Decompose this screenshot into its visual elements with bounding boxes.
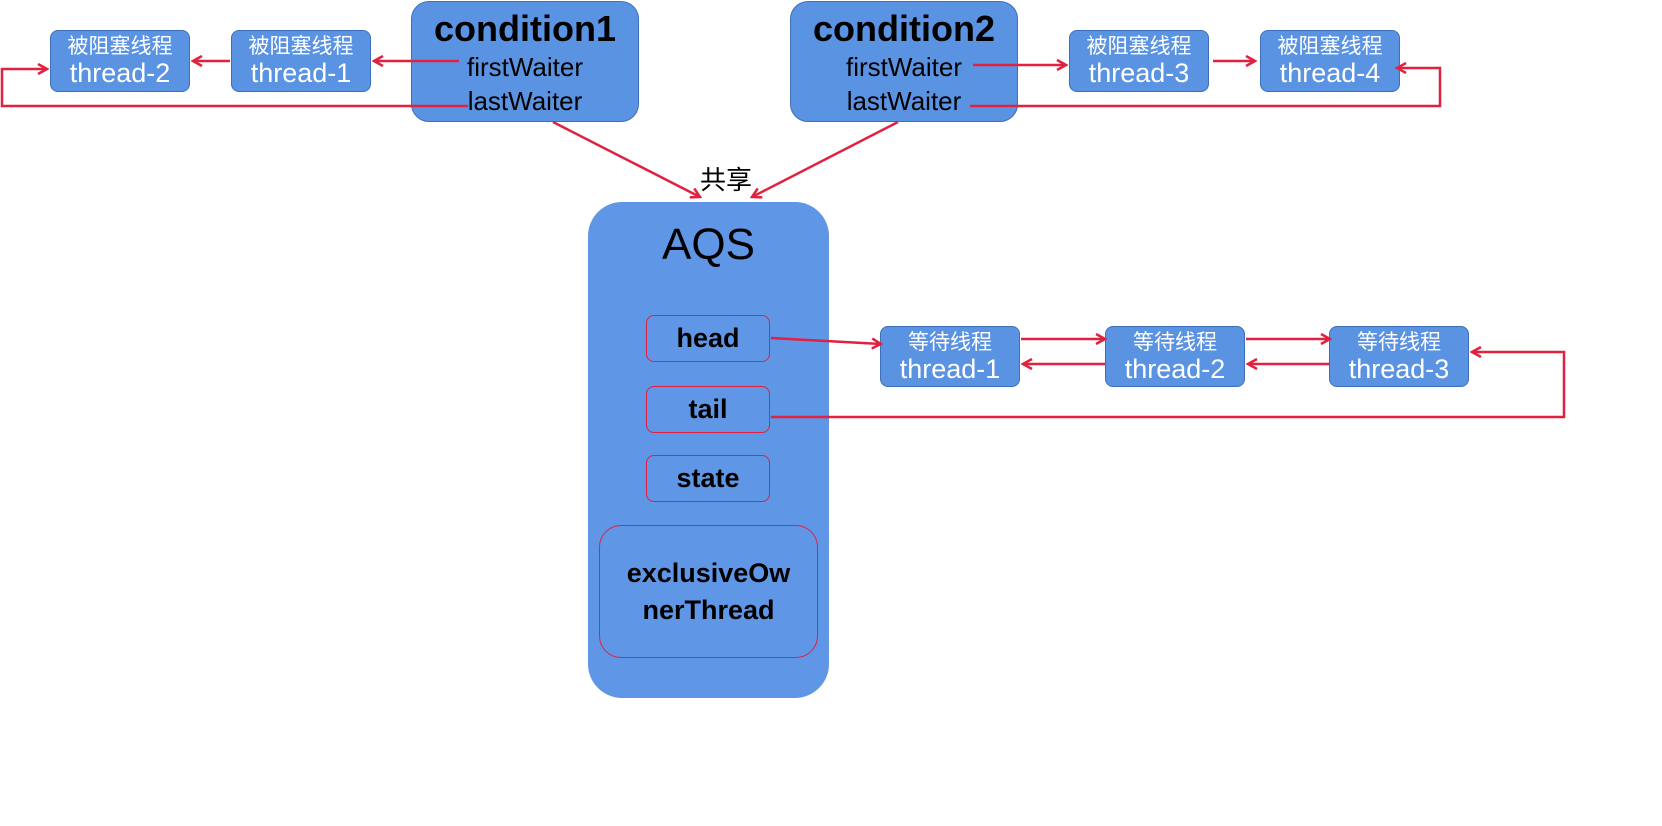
node-thread-name: thread-2 [69,58,171,88]
condition1-last-waiter: lastWaiter [467,86,583,116]
aqs-exclusive-owner-thread-field: exclusiveOw nerThread [599,525,818,658]
node-caption: 等待线程 [1133,329,1217,354]
shared-label: 共享 [700,166,753,196]
condition2-box: condition2 firstWaiter lastWaiter [790,1,1018,122]
aqs-tail-field: tail [646,386,770,433]
node-thread-name: thread-3 [1348,353,1450,384]
condition2-title: condition2 [813,8,995,49]
c1-blocked-thread-1: 被阻塞线程 thread-1 [231,30,371,92]
node-thread-name: thread-2 [1124,353,1226,384]
condition1-title: condition1 [434,8,616,49]
wait-thread-2: 等待线程 thread-2 [1105,326,1245,387]
node-caption: 被阻塞线程 [248,34,354,58]
aqs-head-field: head [646,315,770,362]
c1-blocked-thread-2: 被阻塞线程 thread-2 [50,30,190,92]
condition1-first-waiter: firstWaiter [466,52,584,82]
aqs-title: AQS [662,220,755,269]
c2-blocked-thread-4: 被阻塞线程 thread-4 [1260,30,1400,92]
node-thread-name: thread-4 [1279,58,1381,88]
wait-thread-3: 等待线程 thread-3 [1329,326,1469,387]
node-caption: 被阻塞线程 [1086,34,1192,58]
node-thread-name: thread-3 [1088,58,1190,88]
c2-blocked-thread-3: 被阻塞线程 thread-3 [1069,30,1209,92]
condition1-box: condition1 firstWaiter lastWaiter [411,1,639,122]
node-caption: 被阻塞线程 [1277,34,1383,58]
c2-shared-arrow [752,120,899,197]
aqs-box: AQS [588,202,829,698]
condition2-first-waiter: firstWaiter [845,52,963,82]
node-caption: 等待线程 [1357,329,1441,354]
owner-thread-line-1: exclusiveOw [626,557,791,588]
node-caption: 等待线程 [908,329,992,354]
condition2-last-waiter: lastWaiter [846,86,962,116]
aqs-state-field: state [646,455,770,502]
node-thread-name: thread-1 [899,353,1001,384]
node-caption: 被阻塞线程 [67,34,173,58]
owner-thread-line-2: nerThread [642,594,775,625]
wait-thread-1: 等待线程 thread-1 [880,326,1020,387]
c1-shared-arrow [552,120,700,197]
node-thread-name: thread-1 [250,58,352,88]
